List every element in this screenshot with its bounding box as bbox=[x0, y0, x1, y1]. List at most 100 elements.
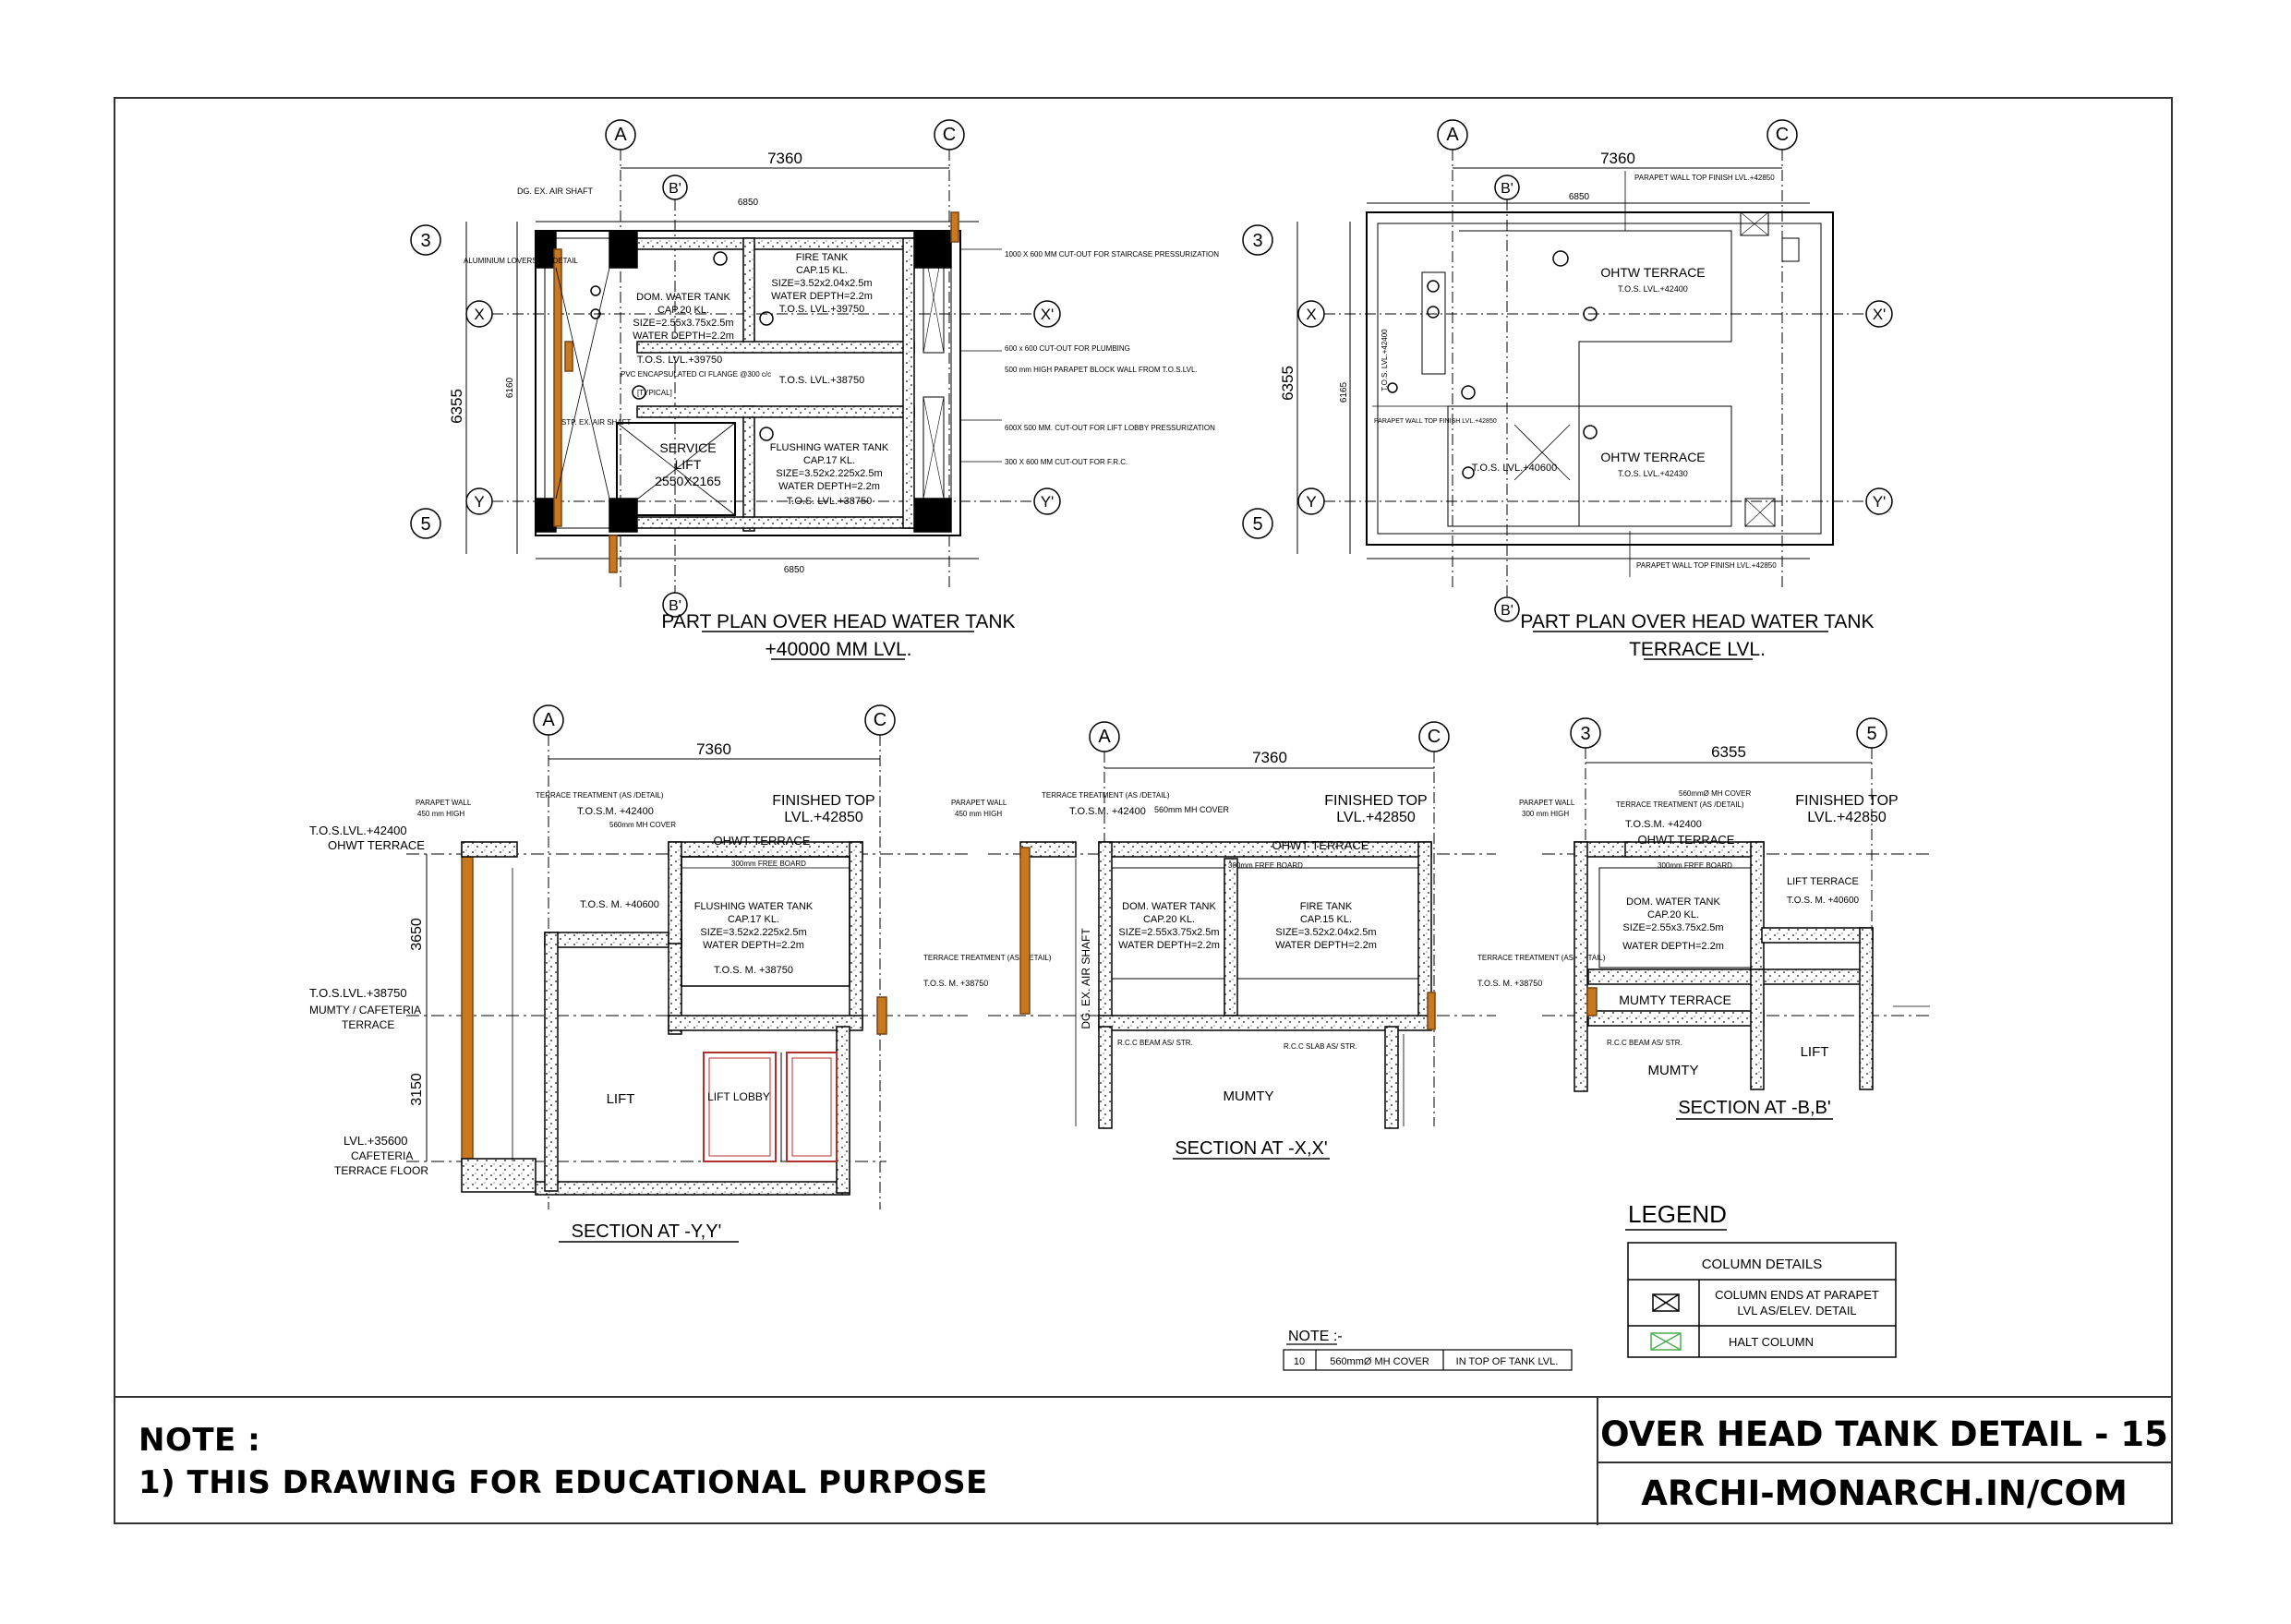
sheet-border bbox=[114, 97, 2173, 1524]
plan2-dim-top-inner: 6850 bbox=[1569, 192, 1590, 202]
plan1-dim-top-inner: 6850 bbox=[738, 198, 759, 208]
secxx-dim: 7360 bbox=[1252, 749, 1287, 766]
sheet-title-box: OVER HEAD TANK DETAIL - 15 ARCHI-MONARCH… bbox=[1597, 1398, 2172, 1525]
plan1-label-air-shaft: DG. EX. AIR SHAFT bbox=[517, 186, 594, 196]
secyy-lvl-35600: LVL.+35600 bbox=[344, 1134, 408, 1148]
plan1-grid-y: Y bbox=[474, 493, 484, 511]
secxx-terrace-treatment: TERRACE TREATMENT (AS /DETAIL) bbox=[1042, 791, 1170, 800]
plan-2 bbox=[1242, 119, 1893, 660]
plan2-grid-y2: Y' bbox=[1873, 493, 1887, 511]
note-heading: NOTE : bbox=[139, 1422, 261, 1459]
plan1-fire-size: SIZE=3.52x2.04x2.5m bbox=[771, 278, 872, 289]
secyy-grid-c: C bbox=[874, 710, 886, 730]
secbb-cover: 560mmØ MH COVER bbox=[1679, 789, 1751, 798]
section-bb bbox=[1542, 717, 1930, 1120]
title-block: NOTE : 1) THIS DRAWING FOR EDUCATIONAL P… bbox=[115, 1396, 2172, 1525]
secbb-dom-depth: WATER DEPTH=2.2m bbox=[1622, 941, 1724, 952]
secyy-flush-depth: WATER DEPTH=2.2m bbox=[703, 940, 804, 951]
plan1-title-line2: +40000 MM LVL. bbox=[766, 639, 912, 660]
secbb-finished-lvl: LVL.+42850 bbox=[1807, 810, 1887, 825]
secyy-terrace-treatment2: TERRACE TREATMENT (AS /DETAIL) bbox=[923, 954, 1052, 962]
secbb-grid-5: 5 bbox=[1866, 724, 1876, 744]
secyy-dim-3650: 3650 bbox=[409, 918, 425, 951]
secbb-parapet-high: 300 mm HIGH bbox=[1522, 810, 1569, 818]
secxx-grid-c: C bbox=[1428, 727, 1441, 747]
secyy-dim-3150: 3150 bbox=[409, 1073, 425, 1106]
section-bb-text: 3 5 6355 FINISHED TOP LVL.+42850 PARAPET… bbox=[1519, 724, 1899, 1118]
plan1-dim-top: 7360 bbox=[767, 150, 802, 167]
secyy-cafeteria: CAFETERIA bbox=[351, 1149, 413, 1162]
plan1-grid-x2: X' bbox=[1041, 306, 1055, 323]
secyy-ohwt-label: OHWT TERRACE bbox=[714, 834, 811, 848]
plan1-stp: STP. EX. AIR SHAFT bbox=[561, 418, 632, 427]
plan1-flush-depth: WATER DEPTH=2.2m bbox=[778, 481, 880, 492]
plan1-pvc2: [TYPICAL] bbox=[637, 389, 672, 397]
secbb-dom-size: SIZE=2.55x3.75x2.5m bbox=[1622, 922, 1723, 933]
section-yy bbox=[406, 704, 970, 1243]
plan1-dim-left: 6355 bbox=[448, 389, 465, 424]
secbb-ohwt: OHWT TERRACE bbox=[1638, 833, 1735, 847]
grid-bubble-x2 bbox=[1033, 300, 1061, 328]
secxx-air-shaft: DG. EX. AIR SHAFT bbox=[1079, 928, 1092, 1029]
plan1-dom-cap: CAP.20 KL. bbox=[657, 305, 709, 316]
plan-1 bbox=[410, 119, 1061, 660]
secyy-grid-a: A bbox=[542, 710, 555, 730]
plan2-ohtw2-tos: T.O.S. LVL.+42430 bbox=[1618, 469, 1688, 478]
secxx-mumty: MUMTY bbox=[1224, 1089, 1274, 1104]
plan2-dim-left-inner: 6165 bbox=[1339, 381, 1349, 403]
plan2-grid-3: 3 bbox=[1252, 231, 1262, 251]
plan2-grid-a: A bbox=[1446, 125, 1459, 145]
secxx-dom-tank: DOM. WATER TANK bbox=[1122, 901, 1216, 912]
plan1-grid-c: C bbox=[943, 125, 956, 145]
secxx-free-board: 300mm FREE BOARD bbox=[1228, 861, 1303, 870]
secxx-parapet-wall: PARAPET WALL bbox=[951, 799, 1007, 807]
secxx-beam: R.C.C BEAM AS/ STR. bbox=[1117, 1039, 1193, 1047]
secxx-tos-38750: T.O.S. M. +38750 bbox=[1477, 979, 1542, 988]
secyy-lift-lobby: LIFT LOBBY bbox=[707, 1090, 770, 1103]
plan1-mid-tos: T.O.S. LVL.+38750 bbox=[779, 375, 864, 386]
note-text: 1) THIS DRAWING FOR EDUCATIONAL PURPOSE bbox=[139, 1464, 988, 1501]
secxx-dom-cap: CAP.20 KL. bbox=[1143, 914, 1195, 925]
secxx-tos-42400: T.O.S.M. +42400 bbox=[1069, 806, 1146, 817]
plan1-grid-a: A bbox=[614, 125, 627, 145]
plan1-dom-size: SIZE=2.55x3.75x2.5m bbox=[633, 318, 733, 329]
secxx-title: SECTION AT -X,X' bbox=[1175, 1138, 1327, 1159]
plan1-flush-size: SIZE=3.52x2.225x2.5m bbox=[776, 468, 882, 479]
secyy-ohwt-terrace: OHWT TERRACE bbox=[328, 838, 425, 852]
secbb-grid-3: 3 bbox=[1580, 724, 1590, 744]
plan-1-text: A C 3 5 X X' Y Y' B' B' 7360 6850 6355 6… bbox=[420, 125, 1219, 660]
plan1-flush-cap: CAP.17 KL. bbox=[803, 455, 855, 466]
plan2-dim-left: 6355 bbox=[1279, 366, 1296, 401]
secyy-parapet-wall: PARAPET WALL bbox=[416, 799, 472, 807]
secyy-lift: LIFT bbox=[607, 1091, 635, 1107]
legend-row1-line2: LVL AS/ELEV. DETAIL bbox=[1737, 1304, 1856, 1317]
plan2-title-line2: TERRACE LVL. bbox=[1629, 639, 1766, 660]
plan2-parapet-top: PARAPET WALL TOP FINISH LVL.+42850 bbox=[1634, 174, 1775, 182]
secyy-finished-top: FINISHED TOP bbox=[772, 793, 874, 809]
secyy-tos-38750: T.O.S.LVL.+38750 bbox=[309, 986, 407, 1000]
note-box: NOTE : 1) THIS DRAWING FOR EDUCATIONAL P… bbox=[115, 1398, 1598, 1525]
plan1-cut1: 1000 X 600 MM CUT-OUT FOR STAIRCASE PRES… bbox=[1005, 250, 1219, 259]
secyy-parapet-high: 450 mm HIGH bbox=[417, 810, 464, 818]
plan2-ohtw1-tos: T.O.S. LVL.+42400 bbox=[1618, 284, 1688, 294]
secbb-parapet-wall: PARAPET WALL bbox=[1519, 799, 1575, 807]
secxx-parapet-high: 450 mm HIGH bbox=[955, 810, 1002, 818]
secbb-mumty-terrace: MUMTY TERRACE bbox=[1619, 992, 1731, 1007]
secxx-grid-a: A bbox=[1098, 727, 1111, 747]
secbb-title: SECTION AT -B,B' bbox=[1678, 1098, 1830, 1118]
grid-bubble-3 bbox=[410, 224, 441, 256]
plan2-grid-c: C bbox=[1776, 125, 1789, 145]
secbb-terrace-treatment: TERRACE TREATMENT (AS /DETAIL) bbox=[1616, 800, 1744, 809]
plan2-dim-top: 7360 bbox=[1600, 150, 1635, 167]
plan-2-text: A C 3 5 X X' Y Y' B' B' 7360 6850 6355 6… bbox=[1252, 125, 1886, 660]
legend-title: LEGEND bbox=[1628, 1200, 1727, 1228]
legend-header: COLUMN DETAILS bbox=[1702, 1257, 1823, 1272]
grid-bubble-y2 bbox=[1033, 487, 1061, 515]
secbb-tos-40600: T.O.S. M. +40600 bbox=[1787, 896, 1860, 906]
plan2-grid-5: 5 bbox=[1252, 514, 1262, 535]
secyy-dim: 7360 bbox=[696, 740, 731, 758]
legend-row1-line1: COLUMN ENDS AT PARAPET bbox=[1715, 1288, 1879, 1302]
plan1-dim-bottom: 6850 bbox=[784, 565, 805, 575]
secyy-flush-tos: T.O.S. M. +38750 bbox=[714, 965, 793, 976]
